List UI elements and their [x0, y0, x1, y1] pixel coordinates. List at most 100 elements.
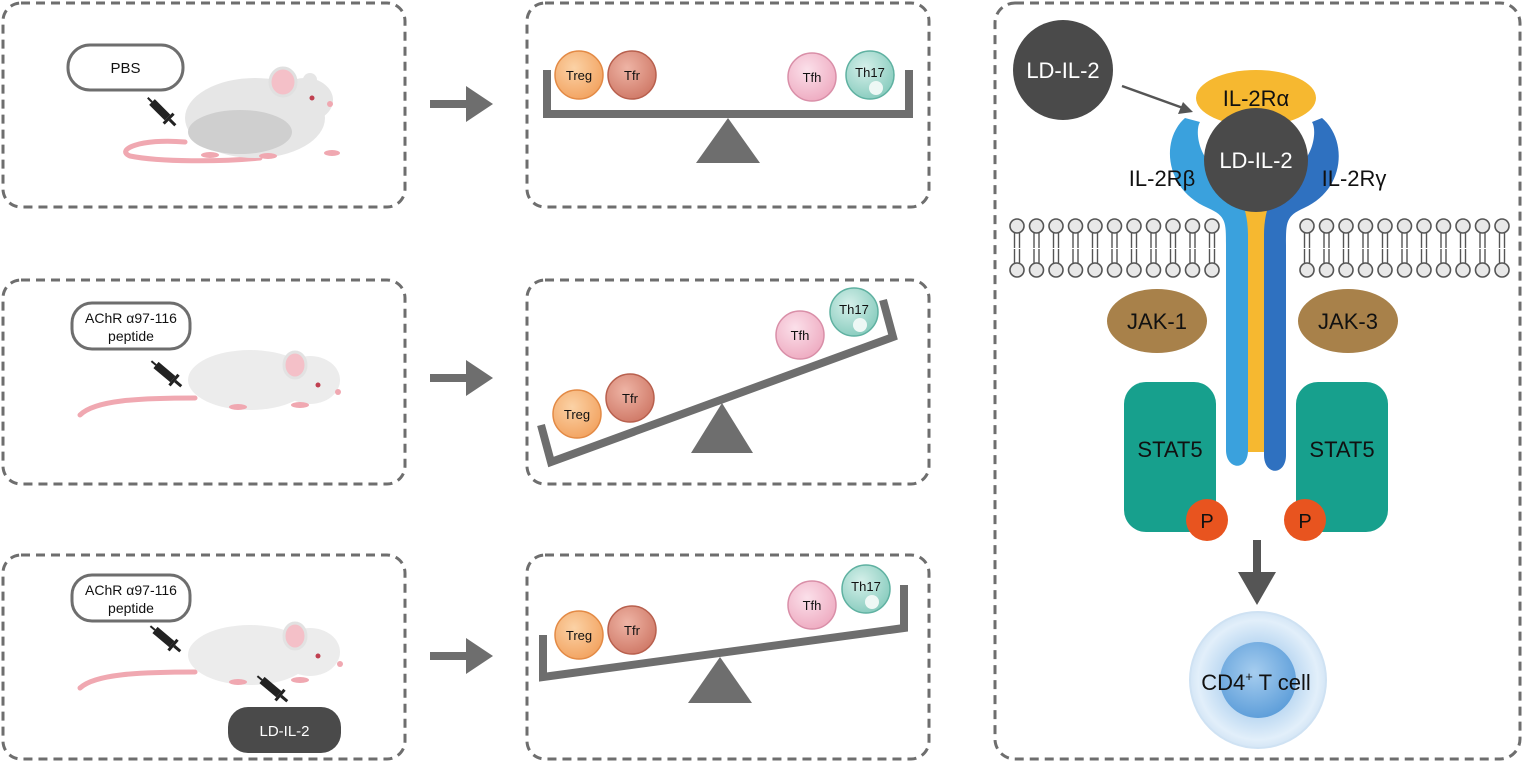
ligand-free-circle: [1013, 20, 1113, 120]
mouse-icon: [77, 621, 343, 691]
lipid-molecule: [1087, 218, 1103, 278]
ldil2-label-line2: peptide: [108, 600, 154, 616]
ldil2-label-line1: AChR α97-116: [85, 582, 177, 598]
lipid-molecule: [1474, 218, 1491, 278]
svg-text:Tfh: Tfh: [803, 70, 822, 85]
jak1-node: [1107, 289, 1207, 353]
ldil2-label-box: [70, 573, 192, 623]
cell-tfh: Tfh: [787, 580, 837, 630]
svg-text:Th17: Th17: [855, 65, 885, 80]
scale-pbs: Treg Tfr Tfh Th17: [543, 50, 913, 163]
svg-text:Tfr: Tfr: [624, 68, 641, 83]
phospho-left: [1186, 499, 1228, 541]
pbs-label-box: [66, 43, 185, 92]
lipid-molecule: [1435, 218, 1452, 278]
il2ra-head: [1196, 70, 1316, 126]
syringe-icon: [256, 675, 289, 703]
jak1-label: JAK-1: [1127, 309, 1187, 334]
ligand-free-label: LD-IL-2: [1026, 58, 1099, 83]
mechanism-group: LD-IL-2 IL-2Rα LD-IL-2 IL-2Rβ IL-2Rγ JAK…: [1009, 20, 1510, 749]
row-arrows: [430, 86, 493, 674]
scale-beam: [539, 585, 908, 682]
cell-th17: Th17: [829, 287, 879, 337]
eamg-label-box: [70, 301, 192, 351]
cell-tfh: Tfh: [775, 310, 825, 360]
cell-tfr: Tfr: [607, 605, 657, 655]
cell-tfh: Tfh: [787, 52, 837, 102]
scale-ldil2: Treg Tfr Tfh Th17: [539, 564, 908, 703]
lipid-molecule: [1165, 218, 1181, 278]
ligand-bound-circle: [1204, 108, 1308, 212]
scale-fulcrum: [691, 403, 753, 453]
eamg-group: AChR α97-116 peptide: [70, 301, 341, 418]
cell-tfr: Tfr: [607, 50, 657, 100]
svg-text:Tfr: Tfr: [622, 391, 639, 406]
lipid-molecule: [1494, 218, 1510, 278]
frame-pbs-mouse: [1, 1, 407, 209]
il2ra-label: IL-2Rα: [1223, 86, 1290, 111]
stat5-left-node: [1124, 382, 1216, 532]
lipid-molecule: [1455, 218, 1471, 278]
arrow-right-icon: [430, 86, 493, 122]
lipid-molecule: [1126, 218, 1142, 278]
lipid-molecule: [1028, 218, 1045, 278]
svg-text:Treg: Treg: [566, 628, 592, 643]
mouse-icon: [123, 66, 340, 164]
syringe-icon: [147, 97, 177, 127]
il2rb-label: IL-2Rβ: [1129, 166, 1195, 191]
lipid-molecule: [1338, 218, 1354, 278]
arrow-down-icon: [1238, 540, 1276, 605]
arrow-right-icon: [430, 638, 493, 674]
mouse-icon: [77, 350, 341, 418]
scale-beam: [537, 298, 898, 468]
cd4-cell-label: CD4+ T cell: [1201, 669, 1311, 695]
il2rg-chain: [1264, 118, 1339, 471]
jak3-label: JAK-3: [1318, 309, 1378, 334]
arrow-right-icon: [430, 360, 493, 396]
lipid-molecule: [1299, 218, 1315, 278]
eamg-label-line2: peptide: [108, 328, 154, 344]
frame-ldil2-scale: [525, 553, 931, 761]
svg-text:Treg: Treg: [564, 407, 590, 422]
lipid-molecule: [1318, 218, 1335, 278]
cell-tfr: Tfr: [605, 373, 655, 423]
cell-treg: Treg: [554, 50, 604, 100]
jak3-node: [1298, 289, 1398, 353]
frame-ldil2-mouse: [1, 553, 407, 761]
cell-th17: Th17: [845, 50, 895, 100]
lipid-molecule: [1204, 218, 1220, 278]
svg-text:Tfr: Tfr: [624, 623, 641, 638]
stat5-right-label: STAT5: [1309, 437, 1374, 462]
ldil2-drug-label: LD-IL-2: [259, 723, 309, 740]
phospho-right-label: P: [1298, 511, 1311, 533]
cell-th17: Th17: [841, 564, 891, 614]
frame-eamg-mouse: [1, 278, 407, 486]
svg-text:Th17: Th17: [839, 302, 869, 317]
lipid-molecule: [1184, 218, 1201, 278]
svg-text:Tfh: Tfh: [803, 598, 822, 613]
lipid-molecule: [1048, 218, 1064, 278]
phospho-left-label: P: [1200, 511, 1213, 533]
ldil2-group: AChR α97-116 peptide LD-IL-2: [70, 573, 343, 753]
scale-eamg: Treg Tfr Tfh Th17: [537, 287, 898, 468]
lipid-molecule: [1067, 218, 1084, 278]
cell-treg: Treg: [552, 389, 602, 439]
lipid-molecule: [1009, 218, 1025, 278]
ligand-bound-label: LD-IL-2: [1219, 148, 1292, 173]
stat5-left-label: STAT5: [1137, 437, 1202, 462]
frame-mechanism: [993, 1, 1522, 761]
eamg-label-line1: AChR α97-116: [85, 310, 177, 326]
stat5-right-node: [1296, 382, 1388, 532]
scale-fulcrum: [688, 657, 752, 703]
lipid-molecule: [1416, 218, 1432, 278]
phospho-right: [1284, 499, 1326, 541]
pbs-label: PBS: [110, 60, 140, 77]
frame-eamg-scale: [525, 278, 931, 486]
il2rb-chain: [1169, 118, 1248, 466]
pbs-group: PBS: [66, 43, 340, 164]
il2ra-stalk: [1241, 180, 1271, 452]
il2rg-label: IL-2Rγ: [1322, 166, 1387, 191]
scale-fulcrum: [696, 118, 760, 163]
